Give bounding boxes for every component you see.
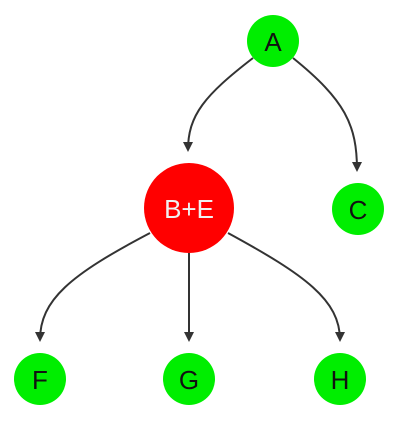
edge-a-to-c bbox=[292, 57, 362, 172]
node-b-plus-e: B+E bbox=[144, 163, 234, 253]
node-b-plus-e-circle bbox=[144, 163, 234, 253]
node-h-circle bbox=[314, 353, 366, 405]
node-c-label: C bbox=[349, 195, 368, 225]
node-c: C bbox=[332, 183, 384, 235]
edge-be-to-h bbox=[227, 232, 345, 342]
edge-a-to-be bbox=[183, 57, 254, 152]
node-a: A bbox=[247, 15, 299, 67]
node-a-label: A bbox=[264, 27, 282, 57]
edge-be-to-f bbox=[35, 232, 151, 342]
node-f: F bbox=[14, 353, 66, 405]
node-h: H bbox=[314, 353, 366, 405]
node-b-plus-e-label: B+E bbox=[164, 194, 214, 224]
node-f-circle bbox=[14, 353, 66, 405]
node-g-label: G bbox=[179, 365, 199, 395]
node-g: G bbox=[163, 353, 215, 405]
node-g-circle bbox=[163, 353, 215, 405]
node-a-circle bbox=[247, 15, 299, 67]
node-h-label: H bbox=[331, 365, 350, 395]
node-c-circle bbox=[332, 183, 384, 235]
node-f-label: F bbox=[32, 365, 48, 395]
